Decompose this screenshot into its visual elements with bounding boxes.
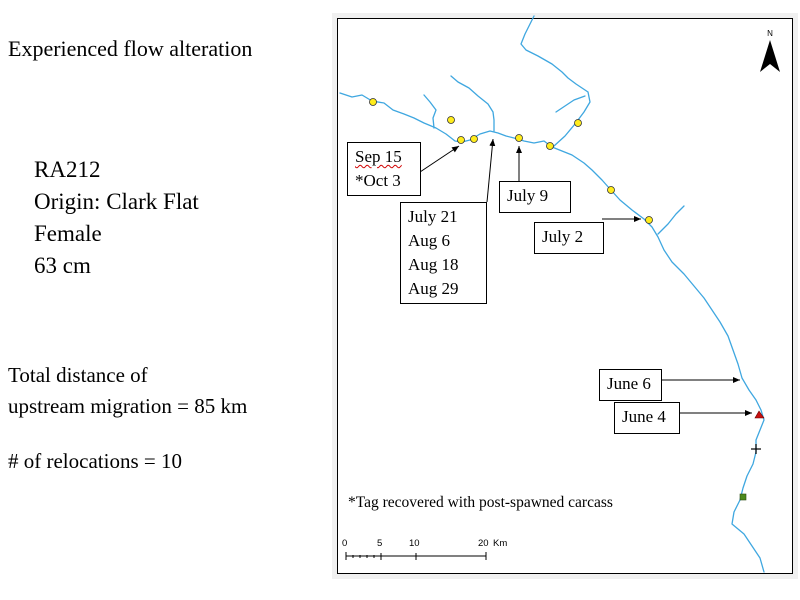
callout-july21: July 21 Aug 6 Aug 18 Aug 29 [400,202,487,304]
callout-july21-line: July 21 [408,207,458,226]
callout-july21-line: Aug 18 [408,255,459,274]
river-tributary-north-left [450,75,495,132]
callout-sep-line1: Sep 15 [355,147,402,166]
fish-origin: Origin: Clark Flat [34,189,199,214]
callout-june4: June 4 [614,402,680,434]
arrow-sep [419,145,460,173]
callout-july21-line: Aug 29 [408,279,459,298]
distance-summary: Total distance of upstream migration = 8… [8,360,247,422]
relocation-marker [470,135,478,143]
distance-line-1: Total distance of [8,363,148,387]
fish-info: RA212 Origin: Clark Flat Female 63 cm [34,154,199,282]
plus-marker [751,444,761,454]
relocation-marker [546,142,554,150]
north-arrow-icon [760,40,780,72]
relocation-marker [645,216,653,224]
map-heading: Experienced flow alteration [8,36,253,61]
green-square-marker [739,493,747,501]
scale-unit: Km [493,538,508,549]
arrow-july21 [486,138,496,203]
callout-july2: July 2 [534,222,604,254]
fish-sex: Female [34,221,102,246]
callout-july9-label: July 9 [507,186,549,205]
distance-line-2: upstream migration = 85 km [8,394,248,418]
scale-tick-20: 20 [478,538,489,549]
north-label: N [767,29,773,38]
relocation-marker [574,119,582,127]
river-tributary-small [555,95,586,113]
map-footnote: *Tag recovered with post-spawned carcass [348,494,613,511]
relocations-count: # of relocations = 10 [8,449,182,473]
relocation-marker [447,116,455,124]
scale-tick-10: 10 [409,538,420,549]
fish-length: 63 cm [34,253,91,278]
callout-june6-label: June 6 [607,374,651,393]
callout-sep: Sep 15 *Oct 3 [347,142,421,196]
scale-tick-5: 5 [377,538,383,549]
callout-july2-label: July 2 [542,227,584,246]
callout-july9: July 9 [499,181,571,213]
fish-id: RA212 [34,157,101,182]
callout-june4-label: June 4 [622,407,666,426]
callout-arrows [419,138,752,416]
scale-bar [345,552,487,560]
callout-june6: June 6 [599,369,662,401]
relocation-marker [369,98,377,106]
relocation-marker [457,136,465,144]
relocation-marker [607,186,615,194]
relocation-markers [369,98,653,224]
callout-july21-line: Aug 6 [408,231,451,250]
river-tributary-north-right [520,15,591,147]
callout-sep-line2: *Oct 3 [355,171,401,190]
river-tributary-west [423,94,437,129]
relocation-marker [515,134,523,142]
river-tributary-east [657,205,685,235]
red-triangle-marker [754,410,765,419]
scale-tick-0: 0 [342,538,348,549]
